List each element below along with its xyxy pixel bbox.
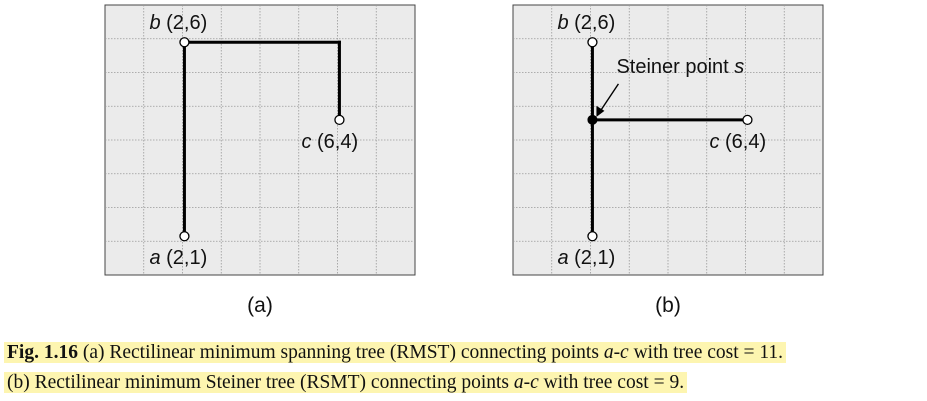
steiner-point [587,114,598,125]
terminal-point [587,37,598,48]
point-label: a (2,1) [149,247,207,269]
point-name: b [557,12,568,34]
steiner-label-text: Steiner point [616,56,734,78]
steiner-arrow-head [596,105,605,117]
point-coord: (2,1) [569,247,616,269]
point-label: b (2,6) [557,12,615,34]
terminal-point [334,114,345,125]
point-coord: (2,6) [569,12,616,34]
panel-a: b (2,6) c (6,4) a (2,1) (a) [100,0,420,322]
rsmt-diagram: b (2,6) c (6,4) a (2,1) Steiner point s (b) [512,4,824,317]
figure-caption-line-1: Fig. 1.16 (a) Rectilinear minimum spanni… [4,342,923,364]
subfigure-label: (b) [655,294,681,317]
caption-var: a-c [513,372,539,393]
caption-text: with tree cost = 9. [538,372,685,393]
point-coord: (6,4) [719,131,766,153]
point-label: a (2,1) [557,247,615,269]
steiner-label: Steiner point s [616,56,744,78]
point-coord: (6,4) [311,131,358,153]
point-name: a [557,247,568,269]
steiner-label-var: s [734,56,744,78]
caption-text: with tree cost = 11. [628,342,784,363]
figure-caption-line-2: (b) Rectilinear minimum Steiner tree (RS… [4,372,923,394]
subfigure-label: (a) [247,294,273,317]
point-label: c (6,4) [301,131,358,153]
terminal-point [179,37,190,48]
point-name: c [301,131,311,153]
point-label: b (2,6) [149,12,207,34]
caption-text: (b) Rectilinear minimum Steiner tree (RS… [7,372,514,393]
rmst-diagram: b (2,6) c (6,4) a (2,1) (a) [104,4,416,317]
caption-text: (a) Rectilinear minimum spanning tree (R… [77,342,604,363]
steiner-arrow-line [597,83,620,115]
caption-var: a-c [603,342,629,363]
point-coord: (2,1) [161,247,208,269]
panel-b: b (2,6) c (6,4) a (2,1) Steiner point s (b) [508,0,828,322]
point-name: a [149,247,160,269]
point-label: c (6,4) [709,131,766,153]
point-name: b [149,12,160,34]
terminal-point [179,231,190,242]
point-coord: (2,6) [161,12,208,34]
point-name: c [709,131,719,153]
terminal-point [587,231,598,242]
terminal-point [742,114,753,125]
figure-number: Fig. 1.16 [7,342,78,363]
